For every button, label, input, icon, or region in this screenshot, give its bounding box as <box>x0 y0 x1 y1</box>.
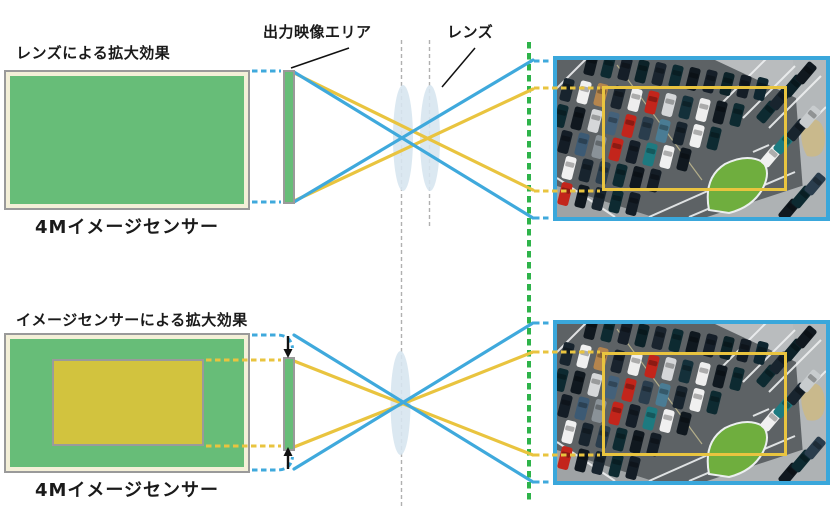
parking-lot-photo-cropped <box>553 320 830 485</box>
full-sensor-dash-top <box>252 333 294 349</box>
sensor-crop-region <box>52 359 204 446</box>
blue-ray <box>292 321 535 471</box>
image-sensor-rect-top <box>4 70 250 210</box>
sensor-active-area <box>10 76 244 204</box>
sensor-effect-title: イメージセンサーによる拡大効果 <box>16 311 248 329</box>
parking-lot-photo-wide <box>553 56 830 221</box>
yellow-ray <box>292 87 535 203</box>
lens-ellipse-bottom <box>390 351 411 455</box>
output-area-label: 出力映像エリア <box>263 23 372 41</box>
output-area-pointer-line <box>290 47 350 69</box>
yellow-ray <box>292 350 535 449</box>
arrow-down-icon <box>283 336 293 358</box>
lens-pointer-line <box>441 47 476 88</box>
full-sensor-dash-bottom <box>252 456 294 472</box>
output-crop-frame <box>602 352 787 456</box>
sensor-caption-bottom: 4Mイメージセンサー <box>34 480 220 501</box>
arrow-up-icon <box>283 447 293 469</box>
blue-ray <box>292 333 535 484</box>
sensor-caption-top: 4Mイメージセンサー <box>34 217 220 238</box>
blue-ray <box>292 58 535 204</box>
lens-effect-title: レンズによる拡大効果 <box>16 44 171 62</box>
yellow-ray <box>292 359 535 457</box>
sensor-bar-bottom <box>283 357 295 451</box>
yellow-ray <box>292 71 535 192</box>
sensor-bar-top <box>283 70 295 204</box>
blue-ray <box>292 70 535 220</box>
lens-ellipse-2 <box>420 85 440 191</box>
output-crop-frame <box>602 86 787 191</box>
lens-label: レンズ <box>447 23 494 41</box>
lens-ellipse-1 <box>393 85 413 191</box>
